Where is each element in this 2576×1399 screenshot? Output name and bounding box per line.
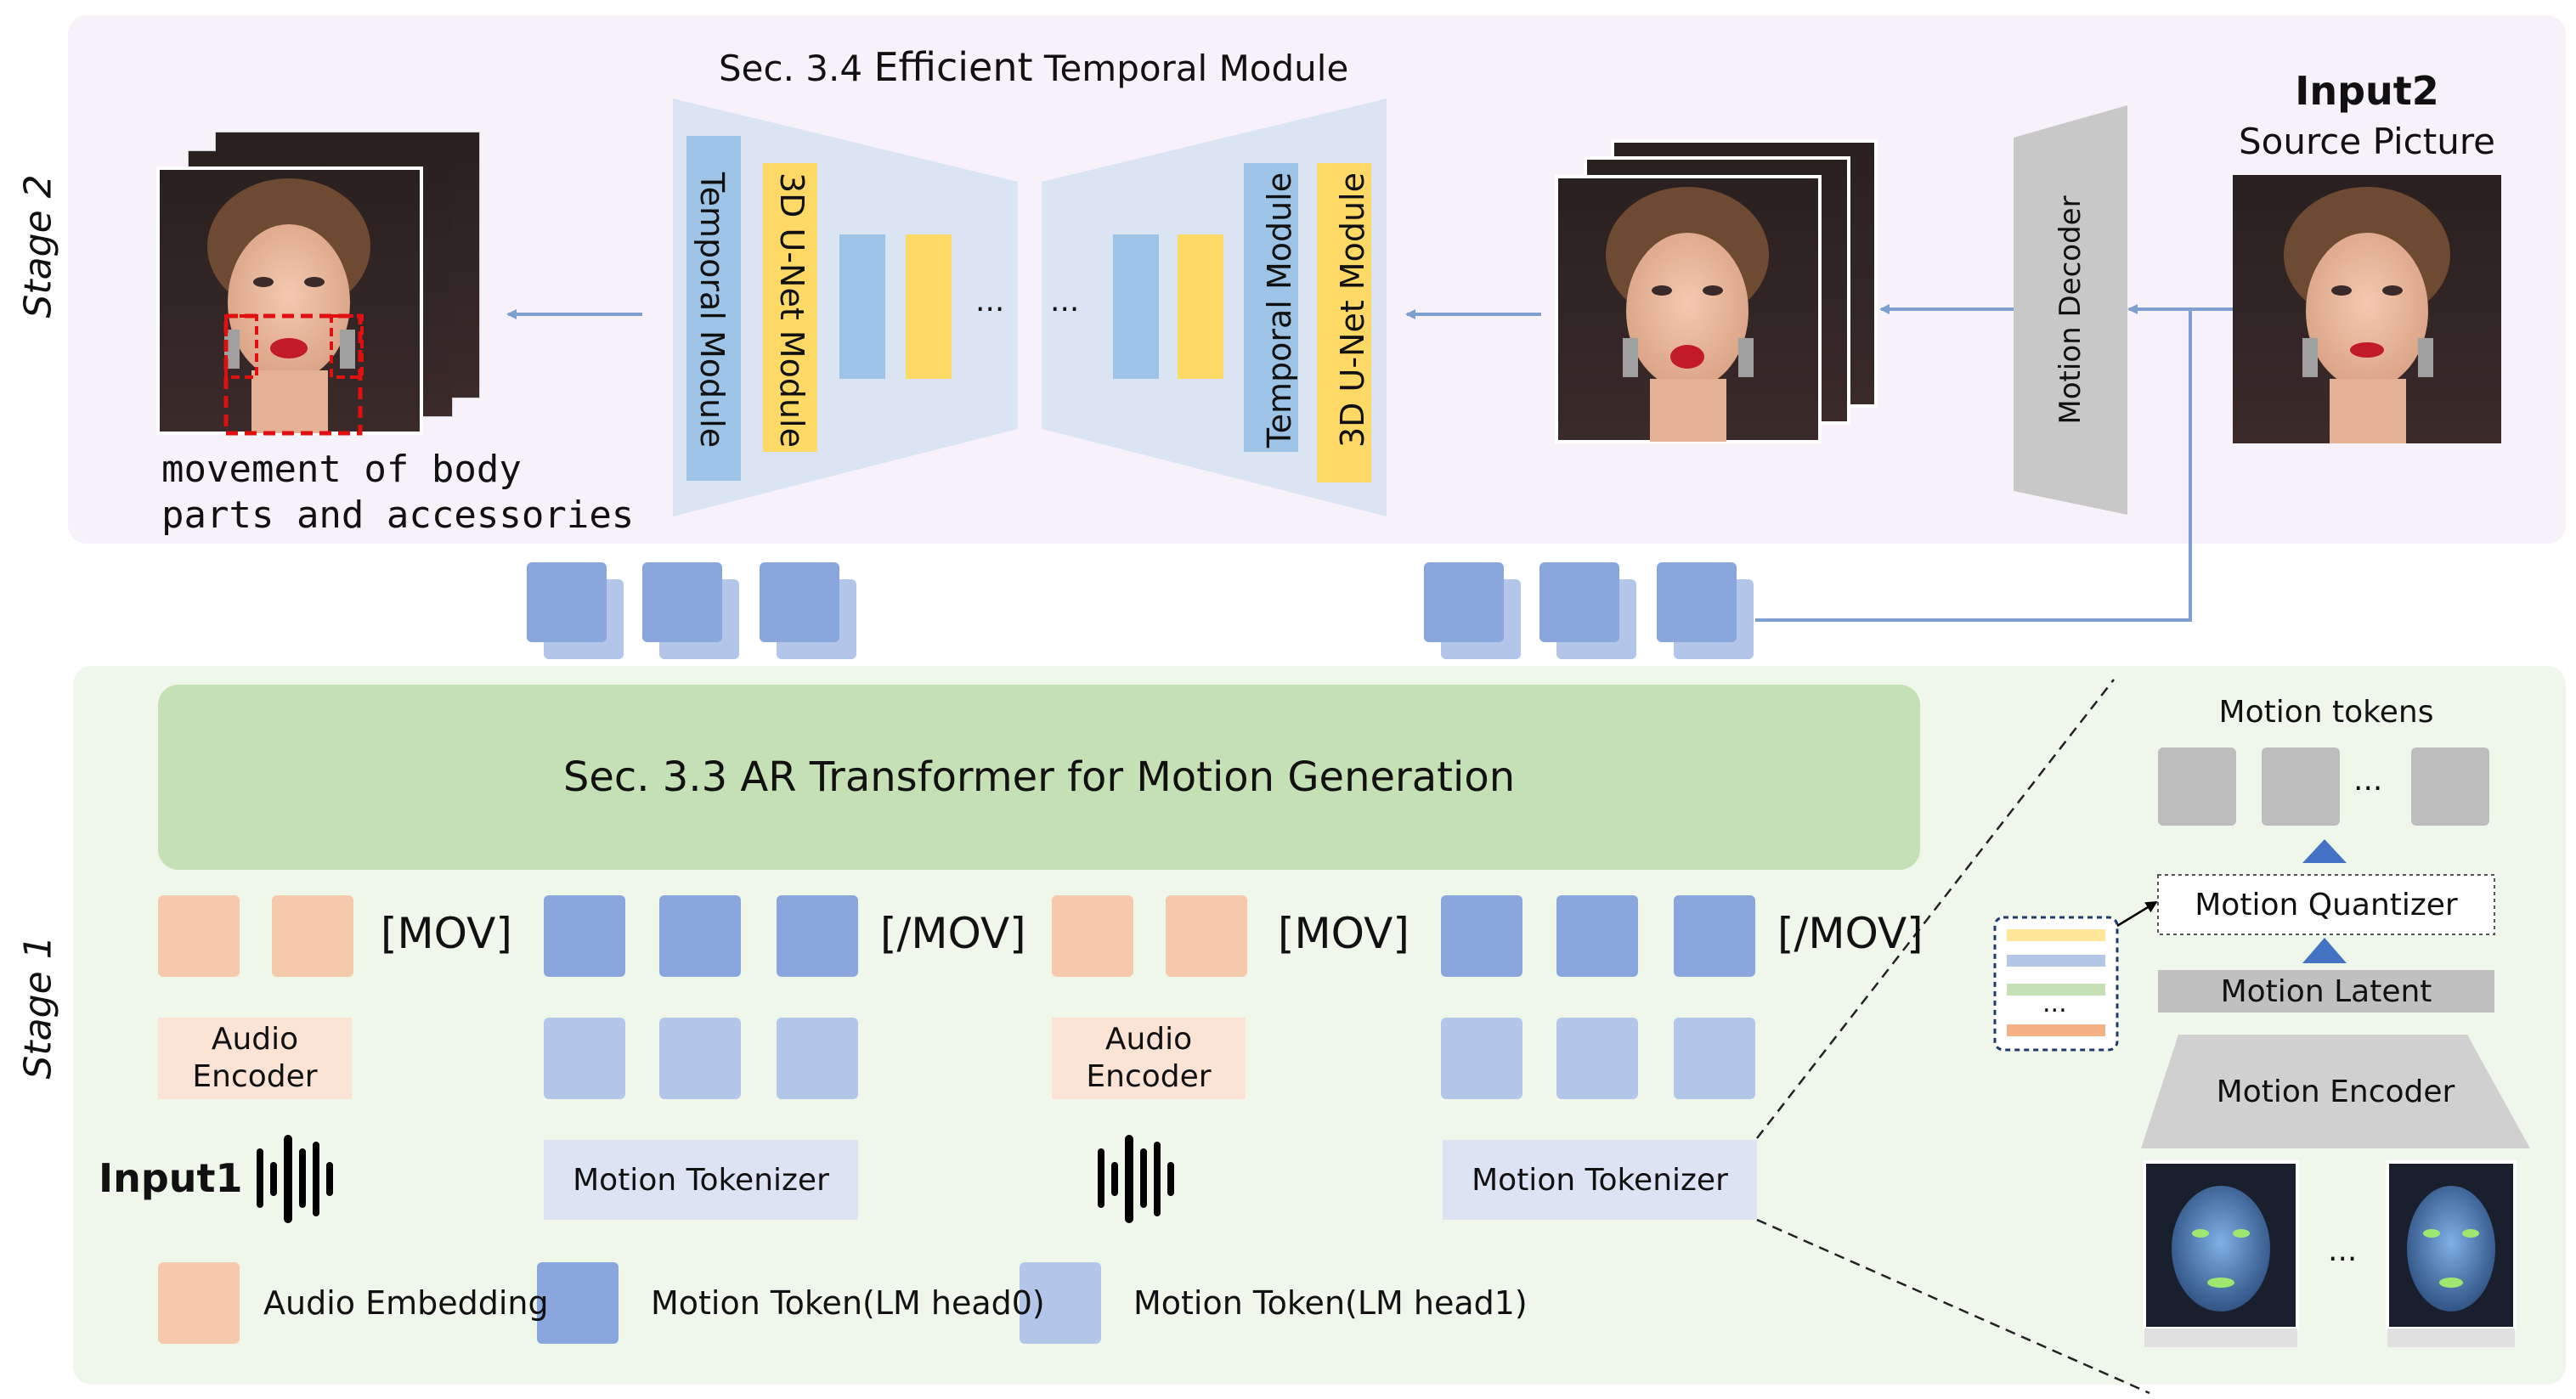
motion-latent-box <box>2158 970 2494 1013</box>
legend-audio-label: Audio Embedding <box>263 1284 549 1322</box>
unet-ellipsis-left: ... <box>975 284 1005 319</box>
unet-module-label-left: 3D U-Net Module <box>773 172 811 448</box>
unet-small-block-right <box>1178 234 1223 379</box>
motion-decoder-trapezoid <box>2014 105 2127 515</box>
temporal-module-block-left <box>686 136 741 481</box>
red-dashed-ear-left <box>224 314 258 379</box>
motion-latent-label: Motion Latent <box>2220 973 2432 1009</box>
motion-token-head1 <box>1441 1018 1522 1099</box>
motion-token-head0 <box>1674 895 1755 977</box>
input1-label: Input1 <box>99 1155 243 1201</box>
motion-token-head0 <box>544 895 625 977</box>
audio-encoder-label: Audio Encoder <box>192 1022 318 1094</box>
temporal-module-block-right <box>1244 163 1298 452</box>
audio-waveform-icon <box>1098 1135 1174 1223</box>
audio-encoder-box-1 <box>158 1018 352 1099</box>
connector-tokens-to-decoder <box>1755 309 2192 622</box>
legend-audio-swatch <box>158 1262 240 1344</box>
output-frame-stack <box>156 132 480 435</box>
motion-token-head1 <box>777 1018 858 1099</box>
output-caption: movement of body parts and accessories <box>161 448 635 537</box>
unet-module-label-right: 3D U-Net Module <box>1334 172 1371 448</box>
legend-head1-swatch <box>1020 1262 1101 1344</box>
motion-token-head1 <box>544 1018 625 1099</box>
motion-tokens-ellipsis: ... <box>2353 763 2383 798</box>
stage2-token-group-right <box>1424 562 1754 659</box>
temporal-module-label-right: Temporal Module <box>1261 172 1298 448</box>
motion-decoder-label: Motion Decoder <box>2053 195 2087 425</box>
unet-module-block-left <box>763 163 817 452</box>
mov-open-token: [MOV] <box>1278 909 1409 958</box>
motion-tokenizer-label: Motion Tokenizer <box>573 1162 829 1198</box>
decoded-frame-stack <box>1555 139 1878 443</box>
motion-token-gray <box>2411 747 2489 826</box>
temporal-module-label-left: Temporal Module <box>693 172 731 448</box>
unet-module-block-right <box>1317 163 1371 482</box>
stage2-title: Sec. 3.4 Efficient Temporal Module <box>719 44 1349 90</box>
motion-quantizer-box <box>2157 874 2495 935</box>
unet-small-block-left <box>906 234 952 379</box>
arrow-codebook-to-quantizer <box>2116 900 2158 928</box>
zoom-line-top <box>1756 679 2115 1139</box>
mov-open-token: [MOV] <box>381 909 512 958</box>
source-picture <box>2233 175 2501 443</box>
arrow-up-triangle <box>2302 938 2347 963</box>
temporal-small-block-left <box>839 234 885 379</box>
landmark-face-right <box>2386 1160 2517 1347</box>
motion-tokenizer-box-1 <box>544 1140 858 1220</box>
ar-transformer-title: Sec. 3.3 AR Transformer for Motion Gener… <box>562 753 1516 801</box>
motion-encoder-label: Motion Encoder <box>2216 1074 2455 1109</box>
legend-head1-label: Motion Token(LM head1) <box>1133 1284 1528 1322</box>
motion-quantizer-label: Motion Quantizer <box>2195 887 2458 922</box>
audio-embedding-token <box>272 895 353 977</box>
landmark-face-left <box>2143 1160 2299 1347</box>
audio-embedding-token <box>1166 895 1247 977</box>
motion-token-gray <box>2158 747 2236 826</box>
mov-close-token: [/MOV] <box>1777 909 1924 958</box>
temporal-small-block-right <box>1113 234 1159 379</box>
legend-head0-swatch <box>537 1262 619 1344</box>
unet-ellipsis-right: ... <box>1050 284 1080 319</box>
motion-token-head1 <box>1674 1018 1755 1099</box>
audio-waveform-icon <box>257 1135 333 1223</box>
motion-token-head0 <box>1441 895 1522 977</box>
audio-encoder-box-2 <box>1052 1018 1246 1099</box>
ar-transformer-block <box>158 685 1920 870</box>
arrow-up-triangle <box>2302 839 2347 863</box>
motion-token-head1 <box>659 1018 741 1099</box>
input2-subtitle: Source Picture <box>2238 121 2496 162</box>
motion-encoder-trapezoid <box>2141 1035 2530 1148</box>
motion-tokenizer-label: Motion Tokenizer <box>1472 1162 1728 1198</box>
motion-token-head0 <box>777 895 858 977</box>
motion-tokenizer-box-2 <box>1443 1140 1757 1220</box>
stage2-token-group-left <box>527 562 856 659</box>
mov-close-token: [/MOV] <box>880 909 1026 958</box>
motion-token-gray <box>2262 747 2340 826</box>
landmark-ellipsis: ... <box>2328 1233 2358 1268</box>
legend-head0-label: Motion Token(LM head0) <box>651 1284 1045 1322</box>
zoom-line-bottom <box>1756 1218 2150 1395</box>
audio-embedding-token <box>158 895 240 977</box>
codebook-ellipsis: ... <box>2042 989 2067 1018</box>
motion-tokens-label: Motion tokens <box>2218 695 2434 730</box>
audio-encoder-label: Audio Encoder <box>1086 1022 1212 1094</box>
audio-embedding-token <box>1052 895 1133 977</box>
input2-title: Input2 <box>2295 68 2439 114</box>
motion-token-head0 <box>659 895 741 977</box>
red-dashed-ear-right <box>330 314 364 379</box>
motion-token-head1 <box>1556 1018 1638 1099</box>
motion-token-head0 <box>1556 895 1638 977</box>
